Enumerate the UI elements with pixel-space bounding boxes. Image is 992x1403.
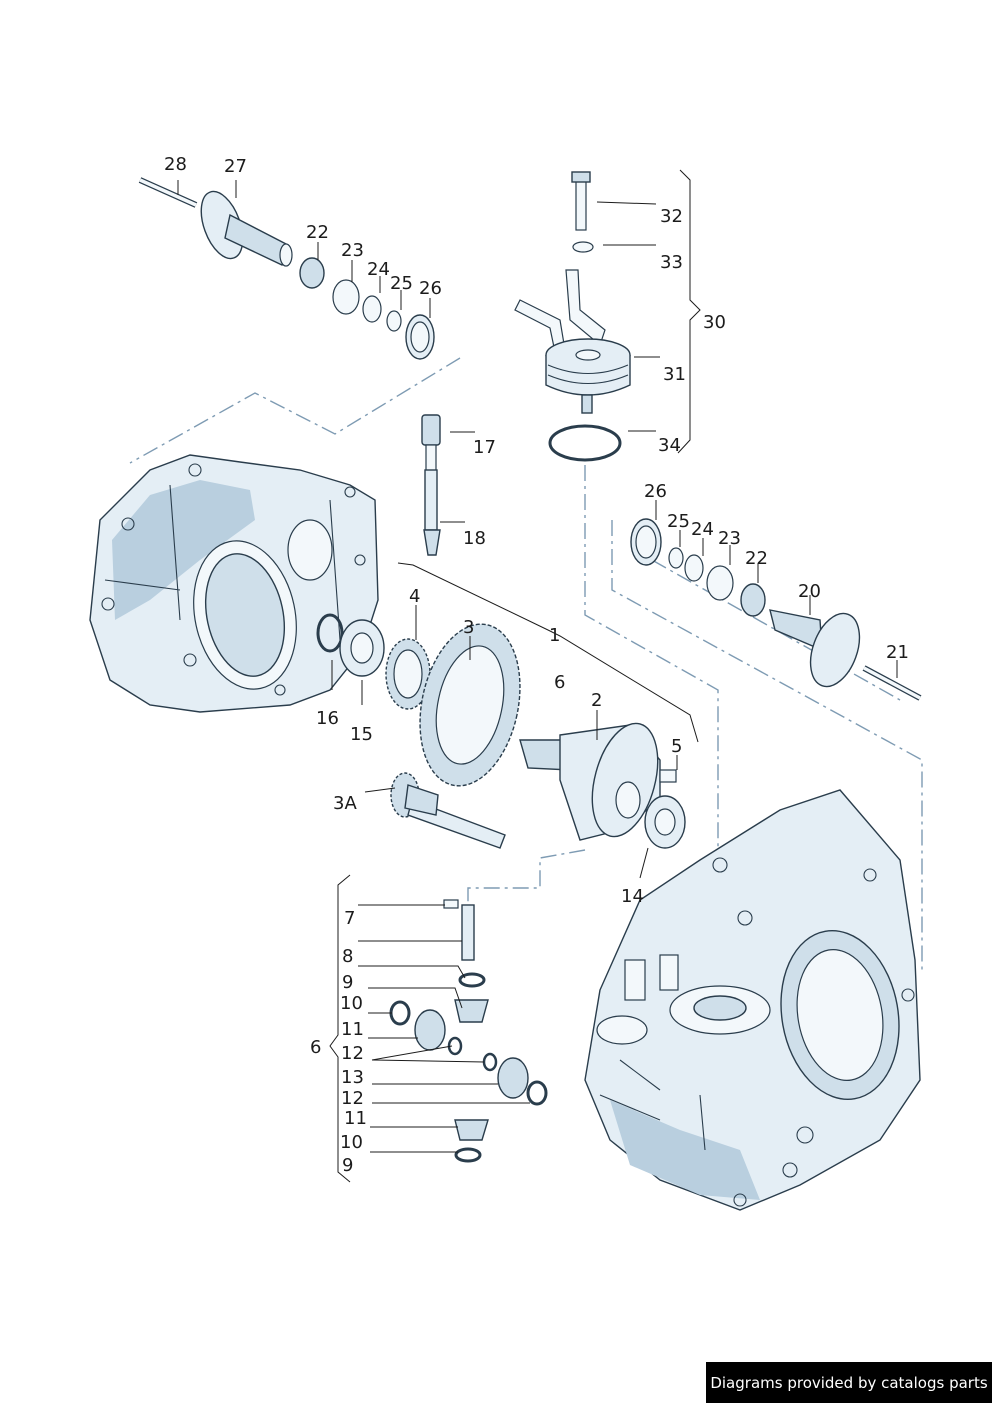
label-6-top: 6	[554, 672, 565, 693]
label-3a: 3A	[333, 793, 357, 814]
label-7: 7	[344, 908, 355, 929]
label-18: 18	[463, 528, 486, 549]
label-25-right: 25	[667, 511, 690, 532]
label-9-bottom: 9	[342, 1155, 353, 1176]
label-1: 1	[549, 625, 560, 646]
label-10-top: 10	[340, 993, 363, 1014]
label-15: 15	[350, 724, 373, 745]
oil-cooler-30	[514, 171, 631, 462]
label-8: 8	[342, 946, 353, 967]
leader-lines	[177, 169, 898, 1183]
label-21: 21	[886, 642, 909, 663]
label-23-right: 23	[718, 528, 741, 549]
drive-pinion-17-18	[421, 414, 441, 556]
label-12-top: 12	[341, 1043, 364, 1064]
label-6-bracket: 6	[310, 1037, 321, 1058]
label-20: 20	[798, 581, 821, 602]
label-12-bottom: 12	[341, 1088, 364, 1109]
transmission-housing-left	[89, 454, 379, 713]
label-23: 23	[341, 240, 364, 261]
label-28: 28	[164, 154, 187, 175]
label-31: 31	[663, 364, 686, 385]
label-22-right: 22	[745, 548, 768, 569]
credit-banner: Diagrams provided by catalogs parts	[706, 1362, 992, 1403]
reference-labels: 28 27 22 23 24 25 26 32 33 30 31 34 17 1…	[164, 154, 909, 1176]
label-22: 22	[306, 222, 329, 243]
label-27: 27	[224, 156, 247, 177]
gear-set	[316, 613, 521, 849]
label-3: 3	[463, 617, 474, 638]
label-14: 14	[621, 886, 644, 907]
label-24-right: 24	[691, 519, 714, 540]
assembly-guide-lines	[129, 357, 923, 970]
flange-shaft-27	[138, 177, 435, 360]
transmission-housing-right	[584, 789, 921, 1211]
label-9-top: 9	[342, 972, 353, 993]
label-10-bottom: 10	[340, 1132, 363, 1153]
differential-internals	[389, 899, 548, 1163]
label-32: 32	[660, 206, 683, 227]
label-2: 2	[591, 690, 602, 711]
label-34: 34	[658, 435, 681, 456]
label-17: 17	[473, 437, 496, 458]
label-30: 30	[703, 312, 726, 333]
label-13: 13	[341, 1067, 364, 1088]
flange-shaft-20	[630, 518, 922, 701]
label-11-top: 11	[341, 1019, 364, 1040]
label-11-bottom: 11	[344, 1108, 367, 1129]
label-26: 26	[419, 278, 442, 299]
label-25: 25	[390, 273, 413, 294]
label-4: 4	[409, 586, 420, 607]
label-5: 5	[671, 736, 682, 757]
label-26-right: 26	[644, 481, 667, 502]
label-33: 33	[660, 252, 683, 273]
label-16: 16	[316, 708, 339, 729]
label-24: 24	[367, 259, 390, 280]
differential-housing-2	[519, 722, 686, 849]
